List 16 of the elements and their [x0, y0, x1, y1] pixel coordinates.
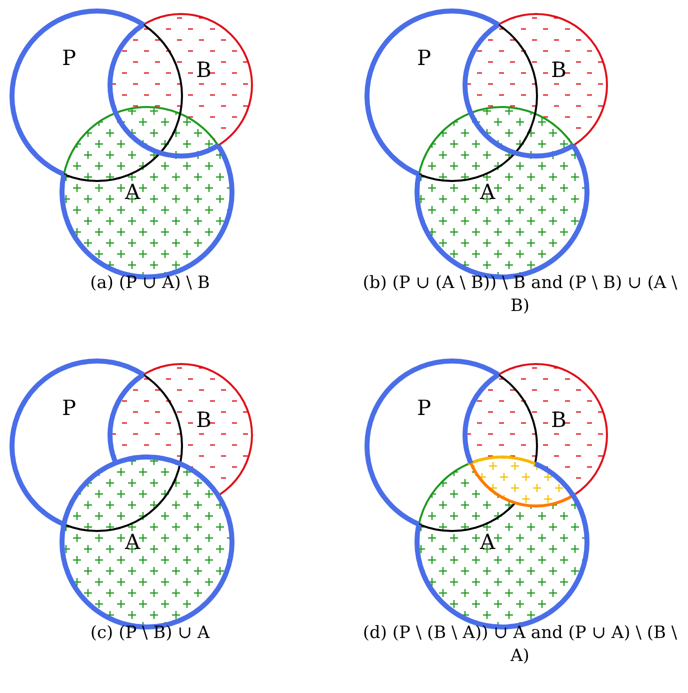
caption: (c) (P \ B) ∪ A	[89, 622, 211, 645]
set-label: B	[196, 60, 212, 81]
caption: (a) (P ∪ A) \ B	[89, 272, 211, 295]
set-label: B	[196, 410, 212, 431]
set-label: P	[62, 48, 76, 69]
caption: (d) (P \ (B \ A)) ∪ A and (P ∪ A) \ (B \ A)	[362, 622, 678, 668]
set-label: P	[417, 48, 432, 69]
caption: (b) (P ∪ (A \ B)) \ B and (P \ B) ∪ (A \ B)	[362, 272, 678, 318]
set-label: B	[551, 410, 566, 431]
set-label: P	[417, 398, 432, 419]
set-label: A	[480, 182, 496, 203]
set-label: B	[551, 60, 566, 81]
set-label: A	[125, 182, 140, 203]
set-label: A	[480, 532, 496, 553]
set-label: P	[62, 398, 76, 419]
set-label: A	[125, 532, 140, 553]
